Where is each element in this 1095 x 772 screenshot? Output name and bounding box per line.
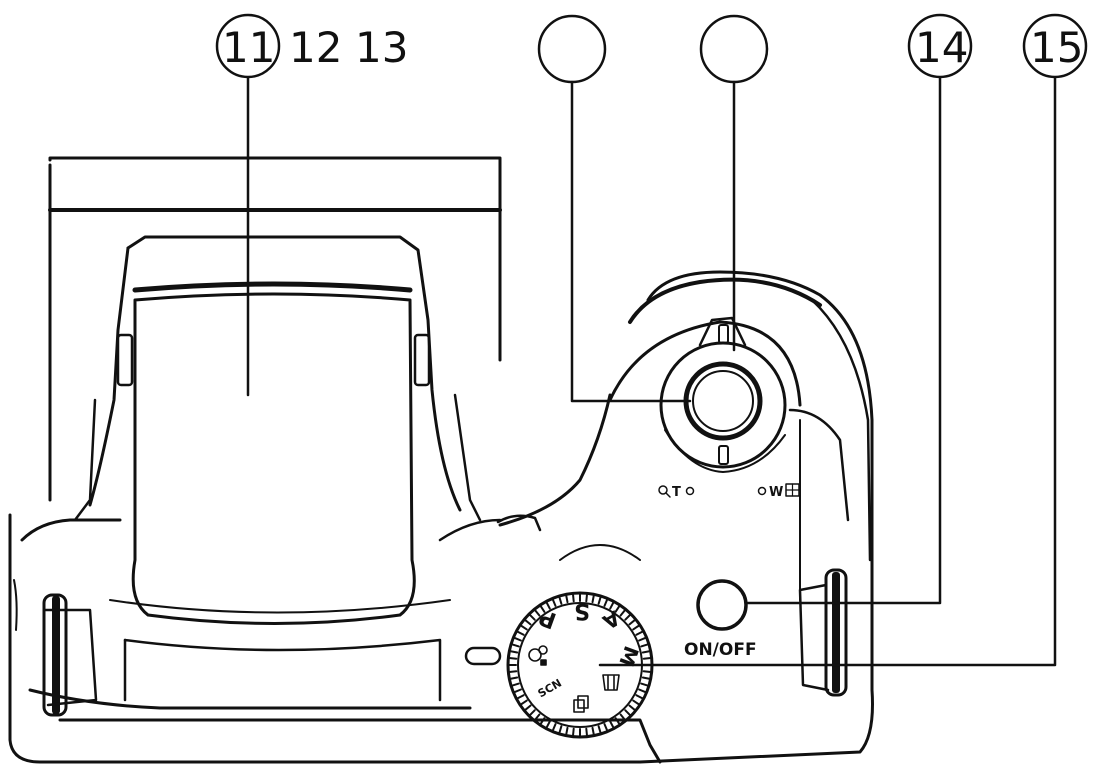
microphone-hole	[464, 646, 502, 666]
svg-text:14: 14	[915, 23, 968, 72]
right-strap-lug	[798, 568, 848, 697]
dial-tooth	[565, 593, 569, 604]
callout-shutter	[537, 14, 607, 84]
dial-tooth	[512, 688, 522, 694]
dial-tooth	[523, 618, 532, 626]
dial-panorama-icon	[602, 674, 620, 691]
dial-tooth	[558, 595, 563, 605]
dial-tooth	[512, 636, 522, 642]
leader-line-14	[746, 76, 942, 605]
dial-tooth	[603, 597, 609, 607]
power-button-group: ON/OFF	[684, 579, 757, 660]
dial-tooth	[507, 656, 518, 660]
flash-housing	[48, 156, 502, 702]
dial-tooth	[510, 682, 520, 687]
dial-tooth	[533, 608, 541, 617]
mode-dial-knurling	[507, 592, 653, 738]
callout-11: 11	[215, 13, 281, 79]
dial-tooth	[545, 720, 551, 730]
dial-tooth	[641, 650, 652, 654]
dial-tooth	[528, 709, 536, 717]
dial-tooth	[585, 727, 589, 738]
dial-tooth	[603, 723, 609, 733]
dial-tooth	[551, 723, 557, 733]
dial-tooth	[624, 613, 632, 621]
dial-tooth	[628, 618, 637, 626]
dial-tooth	[571, 592, 575, 603]
mode-dial-label-p: P	[536, 604, 560, 633]
dial-tooth	[523, 704, 532, 712]
dial-tooth	[642, 670, 653, 674]
dial-tooth	[628, 704, 637, 712]
dial-tooth	[515, 694, 525, 700]
dial-tooth	[609, 720, 615, 730]
callout-12: 12	[289, 23, 342, 72]
leader-line-shutter	[570, 80, 692, 403]
dial-tooth	[539, 717, 546, 726]
left-strap-lug	[13, 579, 98, 717]
dial-tooth	[640, 682, 650, 687]
dial-tooth	[545, 600, 551, 610]
leader-lines	[246, 76, 1057, 667]
dial-tooth	[533, 713, 541, 722]
dial-tooth	[632, 699, 641, 706]
dial-tooth	[641, 676, 652, 680]
callout-zoom	[699, 14, 769, 84]
dial-tooth	[539, 604, 546, 613]
mode-dial-label-a: A	[598, 606, 624, 635]
mode-dial-label-scn: SCN	[536, 676, 564, 700]
dial-tooth	[619, 713, 627, 722]
mode-dial-label-s: S	[574, 598, 590, 623]
dial-tooth	[609, 600, 615, 610]
dial-tooth	[597, 725, 602, 735]
dial-tooth	[619, 608, 627, 617]
dial-tooth	[624, 709, 632, 717]
dial-tooth	[510, 643, 520, 648]
svg-text:T: T	[672, 485, 681, 500]
callout-13: 13	[355, 23, 408, 72]
dial-tooth	[571, 727, 575, 738]
dial-tooth	[591, 726, 595, 737]
power-button-label: ON/OFF	[684, 640, 757, 660]
power-button[interactable]	[696, 579, 748, 631]
dial-tooth	[597, 595, 602, 605]
dial-tooth	[528, 613, 536, 621]
dial-tooth	[508, 650, 519, 654]
dial-tooth	[614, 717, 621, 726]
shutter-zoom-assembly: T W	[608, 316, 802, 500]
zoom-tele-label: T	[658, 485, 695, 500]
dial-tooth	[635, 694, 645, 700]
dial-tooth	[591, 593, 595, 604]
leader-line-15	[598, 76, 1057, 667]
dial-tooth	[507, 670, 518, 674]
dial-tooth	[614, 604, 621, 613]
dial-tooth	[519, 624, 528, 631]
shutter-button[interactable]	[683, 361, 763, 441]
dial-tooth	[515, 630, 525, 636]
dial-tooth	[508, 676, 519, 680]
dial-tooth	[638, 688, 648, 694]
dial-tooth	[632, 624, 641, 631]
svg-text:W: W	[769, 485, 783, 500]
dial-tooth	[638, 636, 648, 642]
svg-text:15: 15	[1030, 23, 1083, 72]
callout-14: 14	[907, 13, 973, 79]
dial-scene-auto-icon	[528, 645, 548, 666]
dial-tooth	[635, 630, 645, 636]
zoom-wide-label: W	[757, 483, 800, 500]
dial-tooth	[642, 656, 653, 660]
callout-15: 15	[1022, 13, 1088, 79]
dial-tooth	[585, 592, 589, 603]
dial-tooth	[551, 597, 557, 607]
dial-tooth	[565, 726, 569, 737]
dial-tooth	[640, 643, 650, 648]
flash-window	[131, 292, 416, 625]
svg-text:11: 11	[222, 23, 275, 72]
dial-tooth	[558, 725, 563, 735]
dial-tooth	[519, 699, 528, 706]
dial-continuous-icon	[573, 695, 589, 713]
